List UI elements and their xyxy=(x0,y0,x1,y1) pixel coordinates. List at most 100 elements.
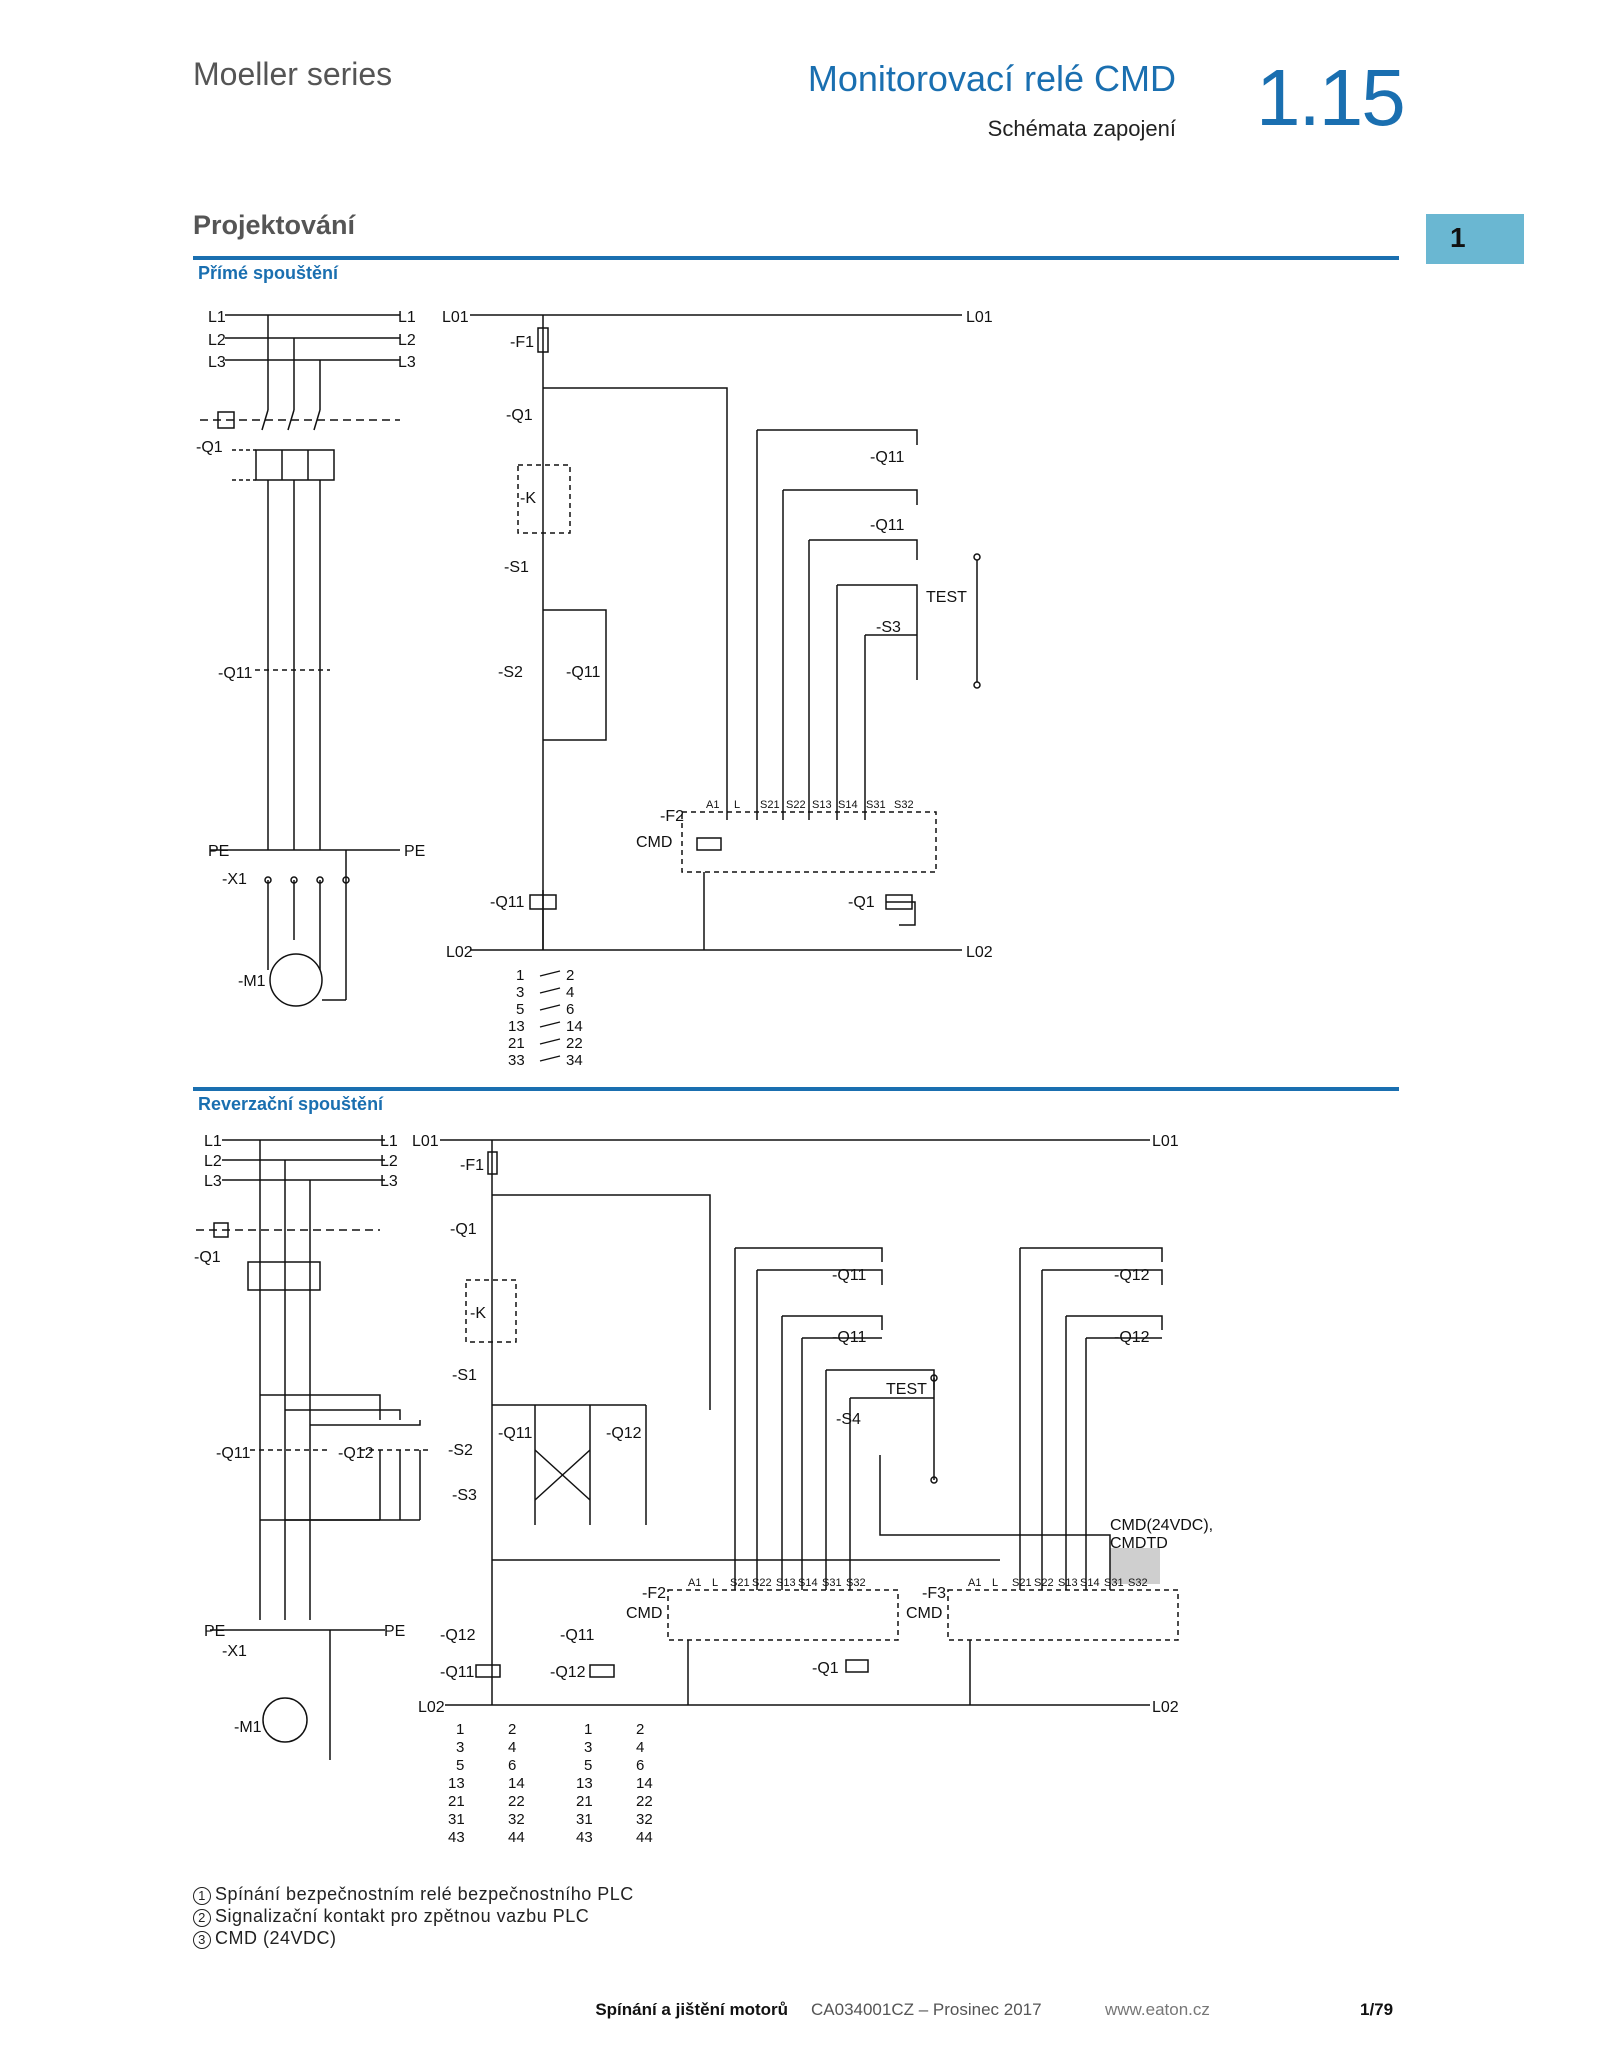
footer-website-link[interactable]: www.eaton.cz xyxy=(1105,2000,1210,2019)
terminal-label: L xyxy=(734,799,740,811)
page-number: 1/79 xyxy=(1360,2000,1394,2019)
terminal-label: S21 xyxy=(760,799,780,811)
chapter-number: 1.15 xyxy=(1256,53,1406,142)
contact-a: 31 xyxy=(448,1811,465,1828)
reversing-start-heading: Reverzační spouštění xyxy=(198,1094,384,1114)
l1-label-right: L1 xyxy=(398,309,416,326)
footer-section-label: Spínání a jištění motorů xyxy=(595,2000,788,2019)
contact-a: 31 xyxy=(576,1811,593,1828)
footnote-text: Signalizační kontakt pro zpětnou vazbu P… xyxy=(215,1906,590,1926)
r-test-label: TEST xyxy=(886,1381,927,1398)
r-q12-self-hold: -Q12 xyxy=(606,1425,642,1442)
r-q11-self-hold: -Q11 xyxy=(498,1425,532,1442)
terminal-label: A1 xyxy=(688,1577,701,1589)
contact-b: 14 xyxy=(508,1775,525,1792)
footer-document-id: CA034001CZ – Prosinec 2017 xyxy=(811,2000,1042,2019)
r-q12-coil: -Q12 xyxy=(550,1664,586,1681)
terminal-label: L xyxy=(712,1577,718,1589)
r-f1-label: -F1 xyxy=(460,1157,484,1174)
reversing-start-diagram: L1 L2 L3 L1 L2 L3 -Q1 -Q11 -Q12 PE PE -X… xyxy=(194,1133,1213,1846)
contact-a: 5 xyxy=(584,1757,592,1774)
m1-label: -M1 xyxy=(238,973,266,990)
contact-b: 34 xyxy=(566,1052,583,1069)
footnote-number: 1 xyxy=(193,1887,211,1905)
footnote-number: 3 xyxy=(193,1931,211,1949)
r-l1-label: L1 xyxy=(204,1133,222,1150)
l3-label-right: L3 xyxy=(398,354,416,371)
terminal-label: S14 xyxy=(798,1577,818,1589)
contact-b: 4 xyxy=(636,1739,644,1756)
control-circuit xyxy=(470,314,981,951)
contact-b: 14 xyxy=(636,1775,653,1792)
cmd-variant-label: CMD(24VDC), xyxy=(1110,1517,1213,1534)
contact-b: 2 xyxy=(636,1721,644,1738)
l3-label-left: L3 xyxy=(208,354,226,371)
r-q12-interlock: -Q12 xyxy=(440,1627,476,1644)
terminal-label: S22 xyxy=(752,1577,772,1589)
r-f3-cmd-label: CMD xyxy=(906,1605,942,1622)
contact-a: 13 xyxy=(448,1775,465,1792)
page-title: Monitorovací relé CMD xyxy=(807,58,1176,99)
r-l01-left: L01 xyxy=(412,1133,439,1150)
contact-a: 3 xyxy=(584,1739,592,1756)
f2-terminals-reversing: A1 L S21 S22 S13 S14 S31 S32 xyxy=(688,1577,866,1589)
chapter-tab[interactable] xyxy=(1426,214,1524,264)
q11-coil-label: -Q11 xyxy=(490,894,524,911)
r-l2-label: L2 xyxy=(204,1153,222,1170)
contact-b: 32 xyxy=(508,1811,525,1828)
contact-b: 44 xyxy=(508,1829,525,1846)
contact-a: 43 xyxy=(448,1829,465,1846)
contact-a: 33 xyxy=(508,1052,525,1069)
terminal-label: S14 xyxy=(1080,1577,1100,1589)
contact-b: 4 xyxy=(508,1739,516,1756)
section-title: Projektování xyxy=(193,210,356,240)
terminal-label: S21 xyxy=(730,1577,750,1589)
l1-label-left: L1 xyxy=(208,309,226,326)
r-f2-label: -F2 xyxy=(642,1585,666,1602)
r-q1-label: -Q1 xyxy=(194,1249,221,1266)
contact-a: 21 xyxy=(508,1035,525,1052)
contact-b: 44 xyxy=(636,1829,653,1846)
x1-label: -X1 xyxy=(222,871,247,888)
r-l02-left: L02 xyxy=(418,1699,445,1716)
terminal-label: S31 xyxy=(1104,1577,1124,1589)
contact-a: 5 xyxy=(516,1001,524,1018)
r-q12-nc-label: -Q12 xyxy=(1114,1267,1150,1284)
r-f2-cmd-label: CMD xyxy=(626,1605,662,1622)
r-l3-label: L3 xyxy=(204,1173,222,1190)
r-k-label: -K xyxy=(470,1305,486,1322)
terminal-label: S31 xyxy=(822,1577,842,1589)
terminal-label: S32 xyxy=(846,1577,866,1589)
q1-undervoltage-label: -Q1 xyxy=(848,894,875,911)
r-s1-label: -S1 xyxy=(452,1367,477,1384)
contact-symbols xyxy=(539,970,561,1062)
terminal-label: L xyxy=(992,1577,998,1589)
l02-label-right: L02 xyxy=(966,944,993,961)
r-l3-label-right: L3 xyxy=(380,1173,398,1190)
contact-a: 1 xyxy=(456,1721,464,1738)
contact-b: 22 xyxy=(508,1793,525,1810)
q11-main-label: -Q11 xyxy=(218,665,252,682)
footnote-text: Spínání bezpečnostním relé bezpečnostníh… xyxy=(215,1884,634,1904)
motor-circuit xyxy=(210,480,400,1007)
contact-b: 6 xyxy=(566,1001,574,1018)
cmd-label: CMD xyxy=(636,834,672,851)
q11-self-hold-label: -Q11 xyxy=(566,664,600,681)
terminal-label: S14 xyxy=(838,799,858,811)
r-q11-interlock: -Q11 xyxy=(560,1627,594,1644)
terminal-label: S22 xyxy=(1034,1577,1054,1589)
cmd-variant-label-2: CMDTD xyxy=(1110,1535,1168,1552)
contact-b: 4 xyxy=(566,984,574,1001)
terminal-label: S31 xyxy=(866,799,886,811)
contact-a: 13 xyxy=(576,1775,593,1792)
r-pe-label-right: PE xyxy=(384,1623,405,1640)
series-name: Moeller series xyxy=(193,56,393,92)
r-q11-no-label: -Q11 xyxy=(832,1329,866,1346)
r-x1-label: -X1 xyxy=(222,1643,247,1660)
contact-a: 3 xyxy=(456,1739,464,1756)
l01-label-right: L01 xyxy=(966,309,993,326)
contact-a: 21 xyxy=(576,1793,593,1810)
